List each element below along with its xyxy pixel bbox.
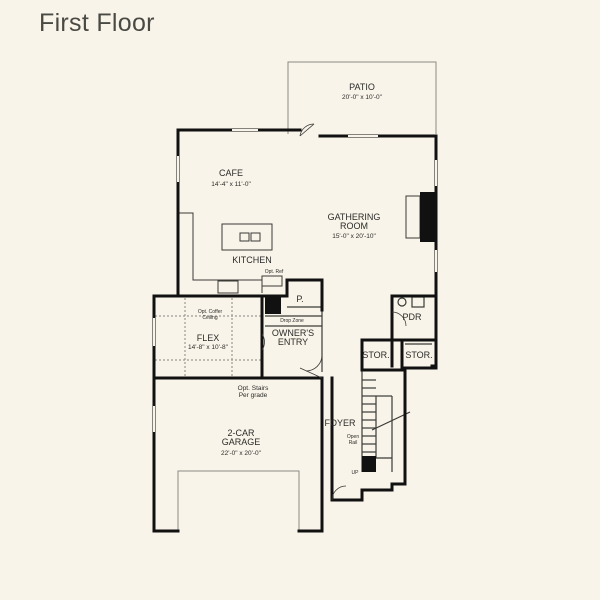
garage-dimensions: 22'-0" x 20'-0" (221, 450, 262, 457)
garage-door-outline (177, 470, 300, 531)
garage-label-line1: 2-CAR (227, 428, 255, 438)
patio-outline (287, 61, 437, 134)
pantry-label: P. (296, 294, 303, 304)
opt-coffer-note-line2: Ceiling (202, 315, 218, 321)
opt-stairs-note-line1: Opt. Stairs (238, 385, 269, 392)
garage-label-line2: GARAGE (222, 437, 261, 447)
owners-entry-label-line2: ENTRY (278, 337, 308, 347)
storage-label-2: STOR. (405, 350, 432, 360)
opt-coffer-note-line1: Opt. Coffer (198, 309, 223, 315)
gathering-room-dimensions: 15'-0" x 20'-10" (332, 233, 376, 240)
opt-ref-note: Opt. Ref (265, 269, 284, 275)
pdr-label: PDR (402, 312, 422, 322)
flex-label: FLEX (197, 333, 220, 343)
door-swings (261, 123, 407, 501)
up-note: UP (352, 470, 360, 476)
open-rail-note-line1: Open (347, 434, 359, 440)
opt-stairs-note-line2: Per grade (239, 392, 268, 399)
foyer-label: FOYER (324, 418, 356, 428)
kitchen-label: KITCHEN (232, 255, 272, 265)
wall-blocks (265, 297, 376, 472)
page-title: First Floor (39, 9, 155, 37)
patio-label: PATIO (349, 82, 375, 92)
open-rail-note-line2: Rail (349, 440, 358, 446)
gathering-room-label-line2: ROOM (340, 221, 368, 231)
gathering-room-label-line1: GATHERING (328, 212, 381, 222)
owners-entry-label-line1: OWNER'S (272, 328, 314, 338)
fireplace (405, 192, 436, 242)
window-marks (153, 129, 437, 432)
storage-label-1: STOR. (362, 350, 389, 360)
cafe-label: CAFE (219, 168, 243, 178)
flex-dimensions: 14'-8" x 10'-8" (188, 344, 229, 351)
patio-dimensions: 20'-0" x 10'-0" (342, 94, 383, 101)
kitchen-fixtures (178, 212, 283, 294)
drop-zone-note: Drop Zone (280, 318, 304, 324)
cafe-dimensions: 14'-4" x 11'-0" (211, 181, 251, 188)
